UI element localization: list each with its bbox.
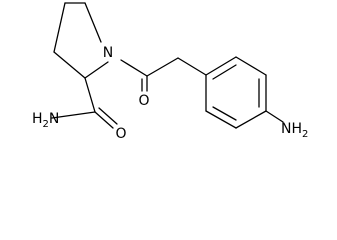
atom-label-carbonyl-o: O <box>138 93 149 109</box>
bond-camide-o-2 <box>98 107 118 125</box>
bond-camide-o-1 <box>94 111 114 129</box>
bond-c4-n1 <box>84 2 102 43</box>
acetyl-linker <box>120 57 207 92</box>
bond-ar1-ar2 <box>205 56 237 76</box>
bond-camide-n <box>51 111 96 119</box>
amide-n: N <box>49 111 59 127</box>
atom-label-amide-nh2: H2N <box>32 111 59 130</box>
atom-label-aryl-nh2: NH2 <box>281 121 308 140</box>
bond-ar5-ar6-inner <box>212 106 237 121</box>
bond-c2-c3 <box>53 51 86 79</box>
atom-label-amide-o: O <box>115 126 126 142</box>
bond-c3-c5 <box>53 2 66 53</box>
bond-ch2-caryl <box>177 57 207 76</box>
bond-n1-ccarbonyl <box>120 59 148 77</box>
bond-n1-c2 <box>84 61 109 79</box>
chemical-structure-drawing: N O O H2N NH2 <box>32 2 308 142</box>
aryl-nh: NH <box>281 121 302 137</box>
aryl-subscript: 2 <box>302 129 308 140</box>
carboxamide-group <box>51 77 118 129</box>
atom-label-ring-n: N <box>103 45 113 61</box>
bond-ar5-ar6 <box>205 110 237 129</box>
bond-ar4-nh2 <box>265 110 284 123</box>
pyrrolidine-ring <box>53 2 109 79</box>
bond-c2-camide <box>84 77 96 113</box>
bond-ar1-ar2-inner <box>212 64 237 80</box>
amide-h: H <box>32 111 43 127</box>
benzene-ring <box>205 56 284 129</box>
bond-ccarbonyl-ch2 <box>146 57 179 77</box>
bond-ar4-ar5 <box>235 110 267 129</box>
bond-ar2-ar3 <box>235 56 267 76</box>
amide-subscript: 2 <box>43 119 49 130</box>
